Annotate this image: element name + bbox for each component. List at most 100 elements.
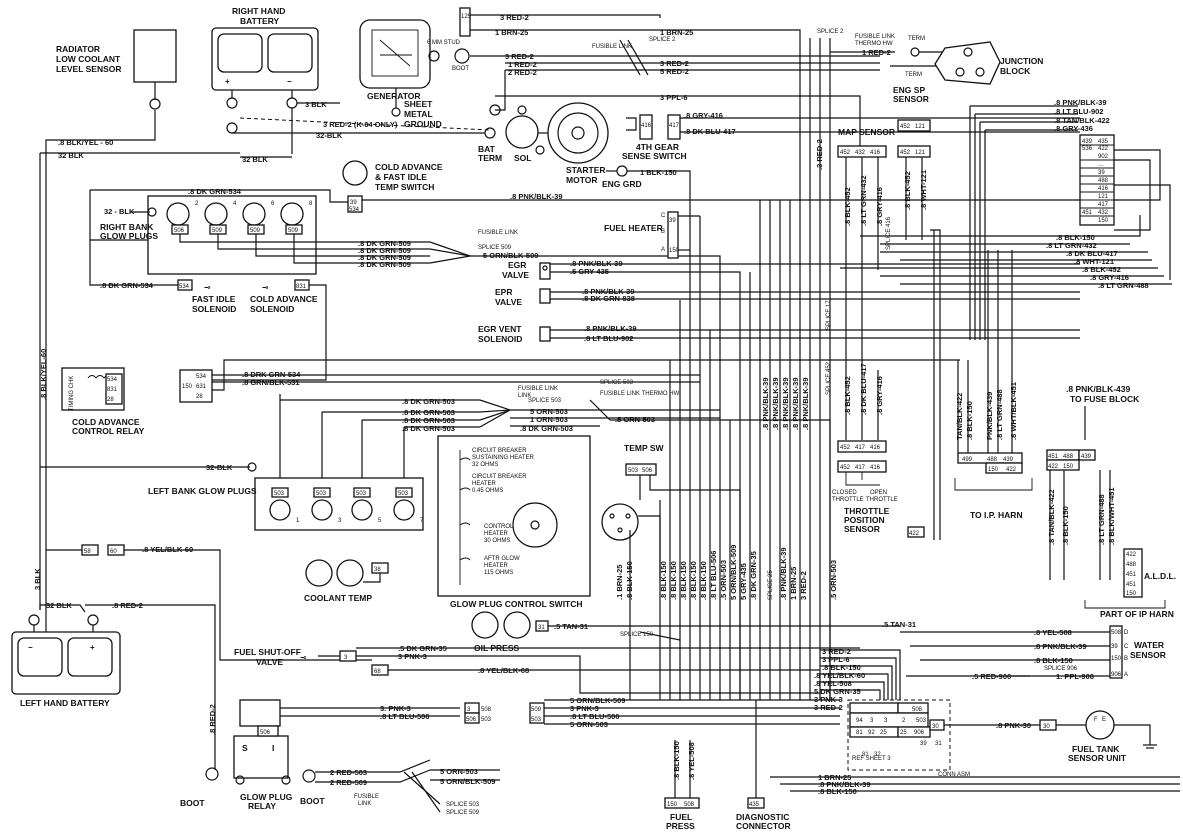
svg-text:SPLICE 25: SPLICE 25 [768, 570, 774, 600]
svg-text:⊸: ⊸ [300, 653, 307, 662]
svg-text:FUEL TANK: FUEL TANK [1072, 744, 1120, 754]
svg-text:3 PPL-6: 3 PPL-6 [660, 93, 688, 102]
svg-text:C: C [661, 213, 666, 219]
svg-text:SPLICE 509: SPLICE 509 [478, 245, 512, 251]
svg-text:32 BLK: 32 BLK [242, 155, 268, 164]
svg-text:503: 503 [398, 491, 409, 497]
svg-text:.8 GRY-416: .8 GRY-416 [875, 376, 884, 415]
svg-text:503: 503 [316, 491, 327, 497]
svg-text:32-BLK: 32-BLK [316, 131, 343, 140]
svg-text:3: 3 [467, 707, 471, 713]
svg-text:.8 YEL/BLK-68: .8 YEL/BLK-68 [478, 666, 529, 675]
svg-text:1: 1 [296, 518, 300, 524]
svg-text:534: 534 [196, 374, 207, 380]
svg-text:GLOW PLUGS: GLOW PLUGS [100, 231, 158, 241]
svg-text:SENSOR: SENSOR [844, 524, 880, 534]
water-sensor: 508 39 150 906 D C B A WATER SENSOR [1109, 625, 1166, 679]
svg-text:LEFT HAND BATTERY: LEFT HAND BATTERY [20, 698, 110, 708]
right-bank-glow-plugs: 506 509 509 509 2 4 6 8 [147, 195, 317, 275]
svg-text:CONTROL RELAY: CONTROL RELAY [72, 426, 145, 436]
svg-text:COOLANT TEMP: COOLANT TEMP [304, 593, 372, 603]
svg-text:TAN/BLK-422: TAN/BLK-422 [955, 393, 964, 440]
svg-text:121: 121 [1098, 194, 1109, 200]
glow-plug-control-switch: CIRCUIT BREAKER SUSTAINING HEATER 32 OHM… [437, 435, 591, 609]
svg-text:25: 25 [900, 730, 907, 736]
svg-text:.8 DK GRN-503: .8 DK GRN-503 [402, 397, 455, 406]
svg-text:.8 BLK-452: .8 BLK-452 [843, 187, 852, 226]
svg-text:.8 GRY-416: .8 GRY-416 [684, 111, 723, 120]
svg-text:POSITION: POSITION [844, 515, 885, 525]
svg-text:902: 902 [1098, 154, 1109, 160]
svg-text:452: 452 [900, 150, 911, 156]
svg-text:.8 PNK/BLK-39: .8 PNK/BLK-39 [791, 377, 800, 430]
svg-text:6: 6 [271, 201, 275, 207]
svg-text:.8 WHT-121: .8 WHT-121 [919, 170, 928, 210]
svg-text:FUEL SHUT-OFF: FUEL SHUT-OFF [234, 647, 301, 657]
svg-text:451: 451 [1126, 582, 1137, 588]
svg-text:3 RED-2: 3 RED-2 [814, 703, 843, 712]
svg-text:3 PNK-3: 3 PNK-3 [570, 704, 599, 713]
svg-text:1 BRN-25: 1 BRN-25 [495, 28, 528, 37]
svg-text:.8 BLK-150: .8 BLK-150 [672, 741, 681, 780]
svg-text:439: 439 [1082, 139, 1093, 145]
svg-text:1 BRN-25: 1 BRN-25 [818, 773, 851, 782]
svg-text:452: 452 [840, 465, 851, 471]
svg-text:.8 PNK/BLK-39: .8 PNK/BLK-39 [1034, 642, 1087, 651]
svg-text:FAST IDLE: FAST IDLE [192, 294, 236, 304]
svg-text:.8 BLK-150: .8 BLK-150 [699, 561, 708, 600]
svg-text:115 OHMS: 115 OHMS [484, 570, 513, 576]
svg-text:150: 150 [1098, 218, 1109, 224]
svg-text:3: 3 [344, 655, 348, 661]
svg-text:SOLENOID: SOLENOID [192, 304, 236, 314]
svg-text:.5 ORN-503: .5 ORN-503 [719, 560, 728, 600]
svg-text:28: 28 [196, 394, 203, 400]
svg-text:150: 150 [667, 802, 678, 808]
svg-text:121: 121 [915, 150, 926, 156]
svg-text:.8 RED-2: .8 RED-2 [112, 601, 143, 610]
svg-text:SPLICE 503: SPLICE 503 [446, 802, 480, 808]
svg-text:5 ORN/BLK-509: 5 ORN/BLK-509 [570, 696, 625, 705]
svg-text:30: 30 [932, 724, 939, 730]
svg-text:499: 499 [962, 457, 973, 463]
svg-text:SUSTAINING HEATER: SUSTAINING HEATER [472, 455, 534, 461]
egr-valve: EGR VALVE [502, 260, 551, 280]
svg-text:1. PPL-906: 1. PPL-906 [1056, 672, 1094, 681]
svg-text:THROTTLE: THROTTLE [866, 497, 898, 503]
svg-text:81: 81 [856, 730, 863, 736]
svg-text:6 MM STUD: 6 MM STUD [427, 40, 461, 46]
svg-text:488: 488 [1098, 178, 1109, 184]
svg-text:488: 488 [987, 457, 998, 463]
svg-text:536: 536 [1082, 146, 1093, 152]
svg-text:.8 DK GRN-534: .8 DK GRN-534 [188, 187, 242, 196]
svg-text:SPLICE 509: SPLICE 509 [446, 810, 480, 816]
svg-text:.3 RED-2: .3 RED-2 [815, 139, 824, 170]
svg-text:EGR VENT: EGR VENT [478, 324, 522, 334]
right-hand-battery: + − RIGHT HAND BATTERY [211, 6, 319, 91]
cold-advance-switch: COLD ADVANCE & FAST IDLE TEMP SWITCH [342, 160, 443, 192]
svg-text:417: 417 [855, 465, 866, 471]
svg-text:A.L.D.L.: A.L.D.L. [1144, 571, 1176, 581]
svg-text:RIGHT HAND: RIGHT HAND [232, 6, 285, 16]
svg-text:OPEN: OPEN [870, 490, 887, 496]
svg-text:FUSIBLE LINK: FUSIBLE LINK [855, 34, 895, 40]
svg-text:508: 508 [912, 707, 923, 713]
cold-advance-control-relay: TIMING CHK 534 831 28 COLD ADVANCE CONTR… [61, 367, 145, 436]
svg-text:E: E [1102, 717, 1106, 723]
svg-text:831: 831 [107, 387, 118, 393]
svg-text:831: 831 [296, 284, 307, 290]
svg-text:.8 YEL-508: .8 YEL-508 [1034, 628, 1072, 637]
svg-text:PRESS: PRESS [666, 821, 695, 831]
svg-text:HEATER: HEATER [484, 563, 509, 569]
svg-text:1 RED-2: 1 RED-2 [862, 48, 891, 57]
svg-text:BOOT: BOOT [300, 796, 325, 806]
svg-text:3 RED-2: 3 RED-2 [822, 647, 851, 656]
temp-switch [601, 503, 639, 541]
svg-text:LINK: LINK [358, 801, 371, 807]
svg-text:432: 432 [1098, 210, 1109, 216]
svg-text:534: 534 [349, 207, 360, 213]
svg-text:GLOW PLUG CONTROL SWITCH: GLOW PLUG CONTROL SWITCH [450, 599, 583, 609]
svg-text:439: 439 [1081, 454, 1092, 460]
svg-text:5 ORN/BLK-509: 5 ORN/BLK-509 [440, 777, 495, 786]
svg-text:5 GRY-435: 5 GRY-435 [739, 563, 748, 600]
svg-text:SPLICE 416: SPLICE 416 [886, 216, 892, 250]
